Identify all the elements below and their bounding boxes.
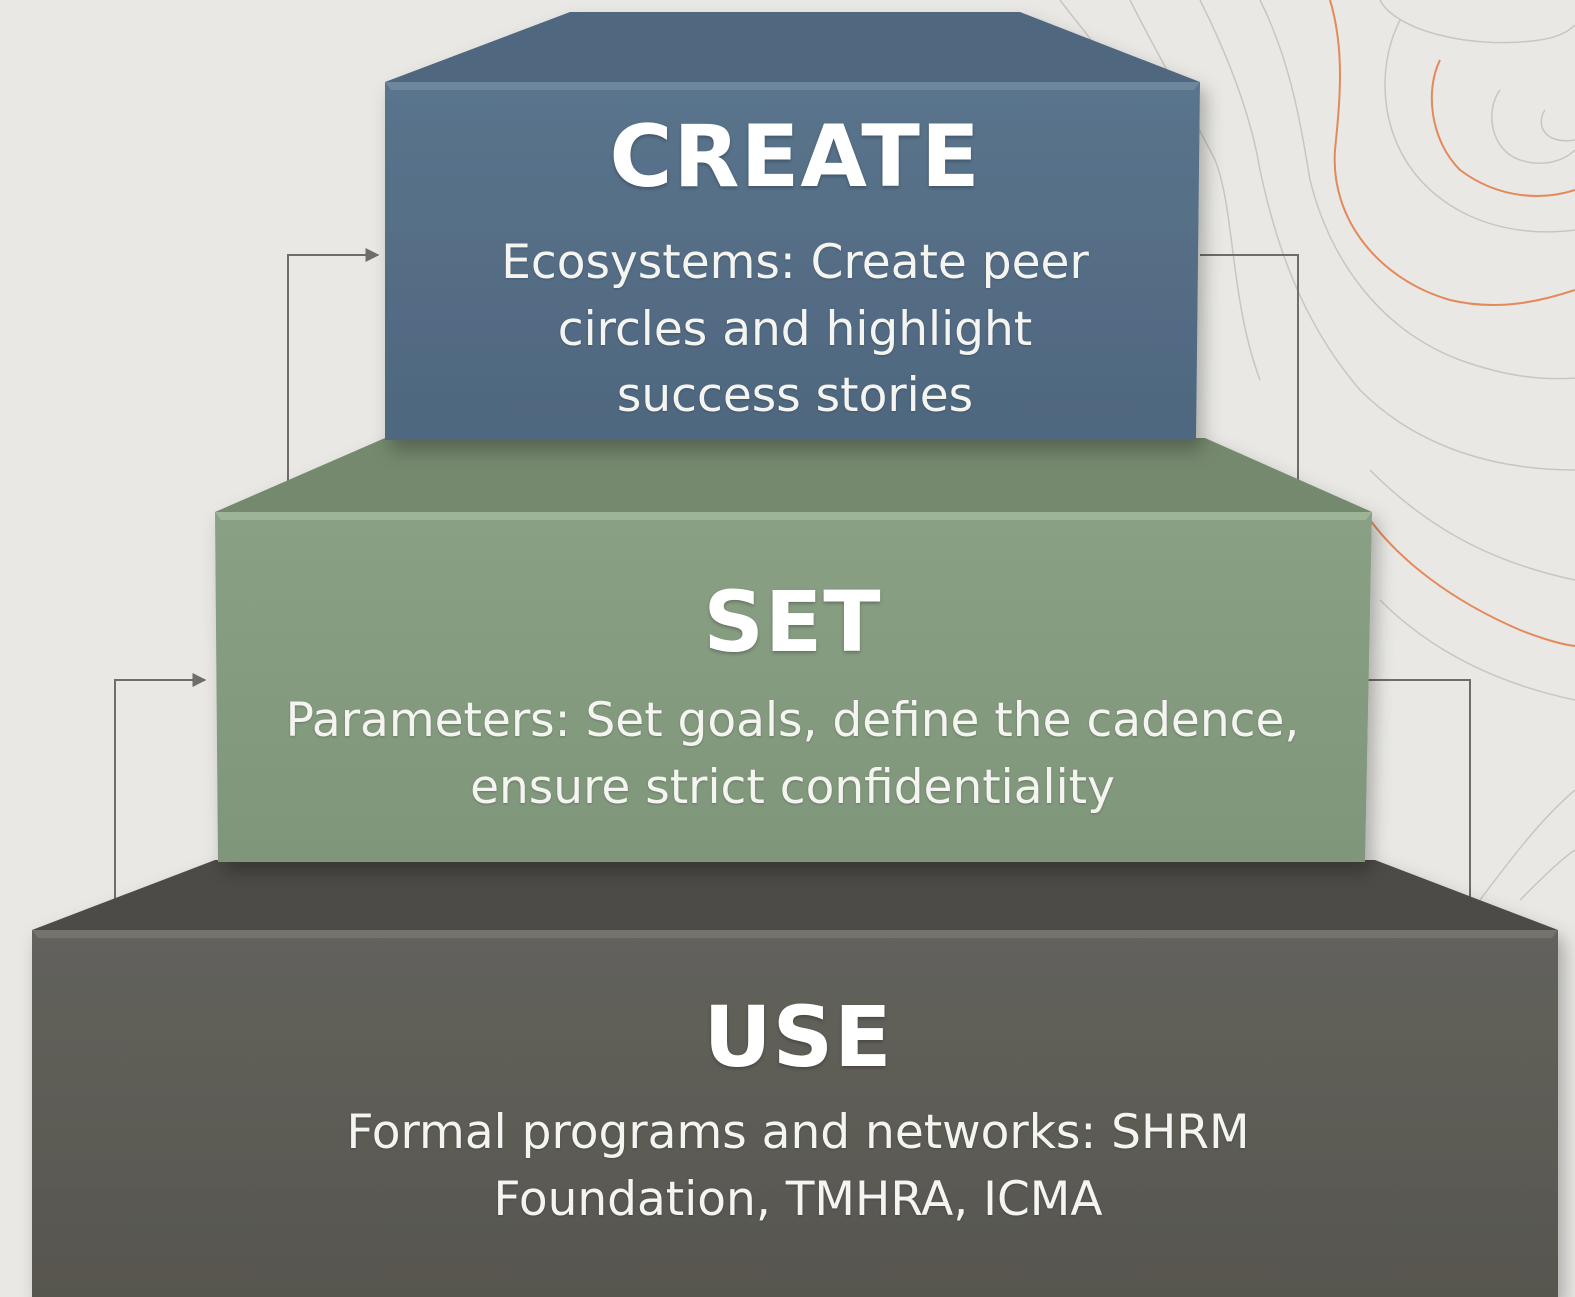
- connector-create-right: [1200, 254, 1299, 500]
- tier-set-shape: [215, 438, 1372, 862]
- tier-set-title: SET: [703, 573, 882, 671]
- tier-use-title: USE: [703, 988, 893, 1086]
- tier-create-title: CREATE: [609, 107, 981, 207]
- contour-lines: [1059, 0, 1575, 901]
- connector-set-to-create: [287, 248, 380, 500]
- tier-create-edge: [385, 82, 1200, 90]
- tier-create-description: Ecosystems: Create peer circles and high…: [501, 235, 1089, 424]
- tier-set-description: Parameters: Set goals, define the cadenc…: [285, 693, 1300, 815]
- tier-set-front-face: [215, 512, 1372, 862]
- tier-use-edge: [32, 930, 1558, 938]
- tier-create-shape: [385, 12, 1200, 440]
- tier-set: SET Parameters: Set goals, define the ca…: [220, 510, 1365, 855]
- tier-create: CREATE Ecosystems: Create peer circles a…: [390, 80, 1200, 430]
- connector-arrows: [114, 248, 1471, 925]
- tier-use: USE Formal programs and networks: SHRM F…: [38, 935, 1558, 1297]
- tier-use-shape: [32, 860, 1558, 1297]
- connector-set-right: [1367, 679, 1471, 925]
- connector-use-to-set: [114, 673, 207, 925]
- tier-use-top-face: [32, 860, 1558, 930]
- tier-create-top-face: [385, 12, 1200, 82]
- tier-create-front-face: [385, 82, 1200, 440]
- tier-set-top-face: [215, 438, 1372, 512]
- tier-use-front-face: [32, 930, 1558, 1297]
- tier-use-description: Formal programs and networks: SHRM Found…: [346, 1105, 1250, 1227]
- tier-set-edge: [215, 512, 1372, 520]
